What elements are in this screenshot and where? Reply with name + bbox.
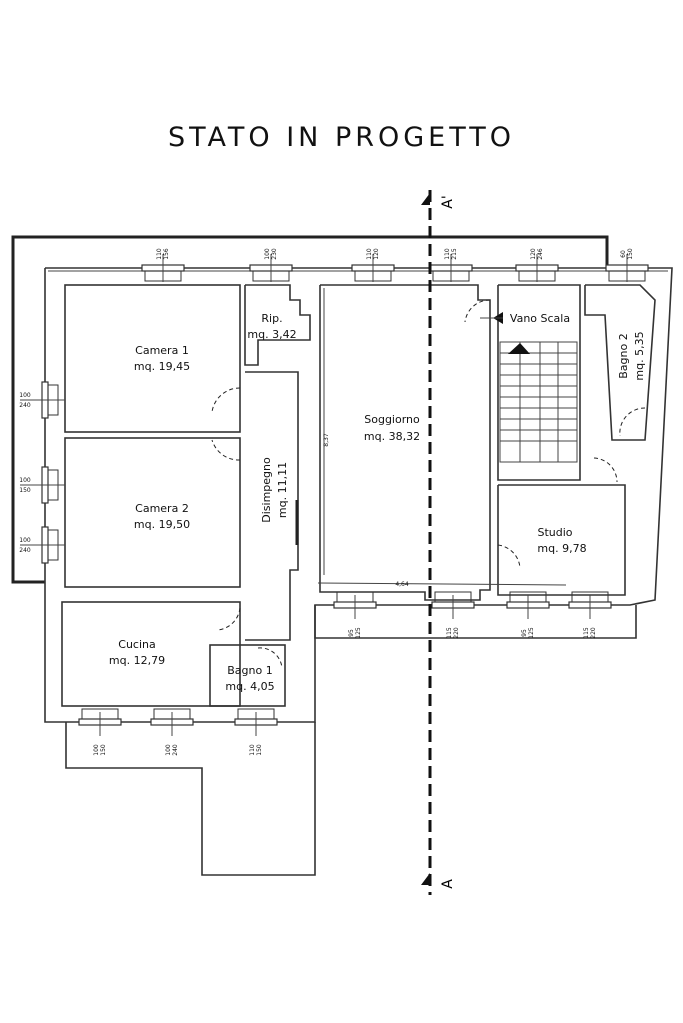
window-width: 100: [19, 537, 31, 544]
room-area: mq. 9,78: [537, 542, 586, 555]
window-height: 220: [590, 627, 597, 639]
section-arrow-bottom-icon: [421, 873, 430, 885]
window-width: 100: [19, 392, 31, 399]
room-name: Rip.: [261, 312, 282, 325]
bagno-2-room: [584, 284, 656, 441]
room-area: mq. 19,50: [134, 518, 190, 531]
studio-room: [497, 484, 626, 596]
window-height: 215: [451, 248, 458, 260]
window-width: 110: [156, 248, 163, 260]
room-area: mq. 3,42: [247, 328, 296, 341]
room-area: mq. 11,11: [276, 462, 289, 518]
section-arrow-top-icon: [421, 193, 430, 205]
room-name: Camera 1: [135, 344, 189, 357]
window-width: 95: [521, 629, 528, 637]
door-swings: [211, 299, 646, 669]
room-name: Studio: [537, 526, 572, 539]
rip-room: [244, 284, 311, 366]
window-width: 100: [19, 477, 31, 484]
window-height: 240: [19, 402, 31, 409]
camera-2-room: [64, 437, 241, 588]
room-name: Vano Scala: [510, 312, 570, 325]
dimension-height: 8,37: [323, 433, 330, 447]
room-area: mq. 38,32: [364, 430, 420, 443]
window-width: 60: [620, 250, 627, 258]
drawing-title: STATO IN PROGETTO: [167, 122, 516, 153]
window-height: 125: [355, 627, 362, 639]
window-height: 240: [172, 744, 179, 756]
window-height: 230: [271, 248, 278, 260]
section-label-bottom: A: [440, 879, 456, 889]
window-height: 240: [19, 547, 31, 554]
window-width: 110: [366, 248, 373, 260]
room-area: mq. 12,79: [109, 654, 165, 667]
dimension-width: 4,64: [395, 581, 409, 588]
disimpegno-room: [245, 371, 299, 641]
cucina-room: [61, 601, 241, 707]
window-width: 110: [249, 744, 256, 756]
window-width: 100: [264, 248, 271, 260]
window-height: 150: [627, 248, 634, 260]
window-height: 150: [100, 744, 107, 756]
room-area: mq. 19,45: [134, 360, 190, 373]
window-width: 110: [444, 248, 451, 260]
window-height: 156: [163, 248, 170, 260]
room-name: Camera 2: [135, 502, 189, 515]
window-width: 100: [165, 744, 172, 756]
window-width: 115: [446, 627, 453, 639]
room-name: Disimpegno: [260, 457, 273, 523]
section-line: A' A: [421, 190, 503, 895]
room-name: Soggiorno: [364, 413, 420, 426]
staircase: [499, 341, 578, 463]
room-walls: [61, 284, 656, 707]
room-name: Bagno 1: [227, 664, 272, 677]
vano-scala-room: [497, 284, 581, 481]
room-area: mq. 5,35: [633, 331, 646, 380]
room-area: mq. 4,05: [225, 680, 274, 693]
bagno-1-room: [209, 644, 286, 707]
window-width: 120: [530, 248, 537, 260]
window-height: 120: [373, 248, 380, 260]
soggiorno-room: [319, 284, 491, 601]
room-name: Bagno 2: [617, 333, 630, 378]
window-height: 150: [256, 744, 263, 756]
window-width: 100: [93, 744, 100, 756]
window-height: 220: [453, 627, 460, 639]
room-name: Cucina: [118, 638, 155, 651]
window-width: 95: [348, 629, 355, 637]
window-width: 115: [583, 627, 590, 639]
room-labels: Camera 1 mq. 19,45 Camera 2 mq. 19,50 Cu…: [109, 312, 646, 693]
camera-1-room: [64, 284, 241, 433]
window-height: 246: [537, 248, 544, 260]
window-height: 150: [19, 487, 31, 494]
section-label-top: A': [440, 195, 456, 208]
window-height: 125: [528, 627, 535, 639]
